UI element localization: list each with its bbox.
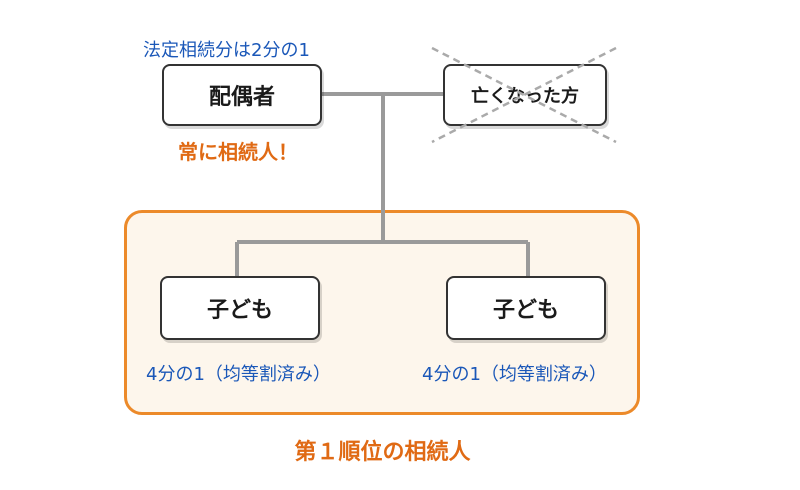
crossed-out-mark — [431, 46, 617, 144]
child-box-right: 子ども — [446, 276, 606, 340]
child-share-left: 4分の1（均等割済み） — [146, 364, 331, 385]
spouse-box: 配偶者 — [162, 64, 322, 126]
child-box-left: 子ども — [160, 276, 320, 340]
child-label-right: 子ども — [492, 298, 559, 323]
deceased-label: 亡くなった方 — [471, 86, 579, 107]
child-share-right: 4分の1（均等割済み） — [422, 364, 607, 385]
first-order-heirs-caption: 第１順位の相続人 — [294, 440, 471, 465]
spouse-label: 配偶者 — [208, 85, 275, 110]
child-label-left: 子ども — [206, 298, 273, 323]
spouse-always-heir-note: 常に相続人！ — [178, 140, 298, 164]
spouse-share-label: 法定相続分は2分の1 — [143, 40, 310, 61]
deceased-box: 亡くなった方 — [443, 64, 607, 126]
